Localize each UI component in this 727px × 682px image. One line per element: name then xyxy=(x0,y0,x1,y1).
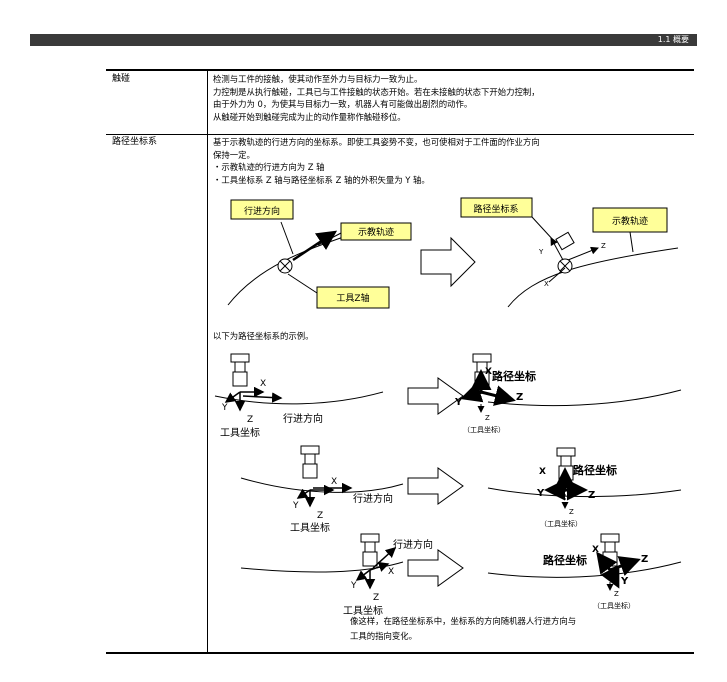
callout-tool-z xyxy=(316,286,390,309)
closing-line: 像这样，在路径坐标系中，坐标系的方向随机器人行进方向与 xyxy=(350,616,577,626)
ex1-tool-frame: 工具坐标 xyxy=(220,427,260,439)
section-title: 1.1 概要 xyxy=(657,35,689,44)
callout-trajectory-right-label: 示教轨迹 xyxy=(612,215,648,227)
callout-direction xyxy=(230,199,294,220)
path-frame-concept-figure: 行进方向 示教轨迹 工具Z轴 Z Y X 路径坐标系 示教轨迹 xyxy=(227,197,679,309)
table-row-divider xyxy=(106,134,694,135)
ex2-axis-y: Y xyxy=(292,501,299,511)
ex1-axis-x: X xyxy=(260,379,266,389)
axis-z-label: Z xyxy=(601,242,606,250)
definition-line: 保持一定。 xyxy=(213,149,255,160)
ex1-path-y: Y xyxy=(454,397,463,408)
definition-touch: 检测与工件的接触，使其动作至外力与目标力一致为止。 力控制是从执行触碰，工具已与… xyxy=(213,73,691,123)
ex3-direction: 行进方向 xyxy=(393,538,433,551)
definition-line: 力控制是从执行触碰，工具已与工件接触的状态开始。若在未接触的状态下开始力控制， xyxy=(213,86,540,97)
ex2-tool-z: Z xyxy=(569,508,574,516)
table-bottom-rule xyxy=(106,652,694,654)
transition-arrow-icon xyxy=(407,549,464,587)
callout-trajectory xyxy=(340,222,412,241)
example-caption-text: 以下为路径坐标系的示例。 xyxy=(213,331,314,341)
ex1-tool-frame-small: （工具坐标） xyxy=(463,425,505,434)
ex3-path-y: Y xyxy=(620,576,629,587)
ex1-axis-z: Z xyxy=(247,415,253,425)
ex2-tool-frame-small: （工具坐标） xyxy=(540,519,582,528)
table-column-divider xyxy=(207,71,208,652)
definition-line: 从触碰开始到触碰完成为止的动作量称作触碰移位。 xyxy=(213,111,406,122)
ex2-path-frame: 路径坐标 xyxy=(573,463,617,477)
ex2-tool-frame: 工具坐标 xyxy=(290,522,330,534)
path-frame-examples-figure: X Y Z 行进方向 工具坐标 X 路径坐标 Y Z Z （工具坐标） X Y … xyxy=(214,353,682,617)
tool-head-icon xyxy=(230,353,250,363)
teaching-trajectory-curve-right xyxy=(507,247,679,308)
callout-path-frame xyxy=(460,197,533,218)
ex2-direction: 行进方向 xyxy=(353,492,393,505)
ex2-axis-z: Z xyxy=(317,511,323,521)
ex1-path-frame: 路径坐标 xyxy=(492,369,536,383)
closing-line: 工具的指向变化。 xyxy=(350,631,417,641)
ex1-axis-y: Y xyxy=(221,403,228,413)
callout-path-frame-label: 路径坐标系 xyxy=(473,203,518,215)
ex3-axis-y: Y xyxy=(350,581,357,591)
callout-trajectory-label: 示教轨迹 xyxy=(358,226,394,238)
definition-line: 由于外力为 0，为使其与目标力一致，机器人有可能做出剧烈的动作。 xyxy=(213,99,473,109)
ex3-path-x: X xyxy=(592,545,599,555)
ex2-axis-x: X xyxy=(331,477,337,487)
ex3-path-z: Z xyxy=(641,554,648,565)
ex2-path-x: X xyxy=(539,467,546,477)
ex2-path-y: Y xyxy=(536,488,545,499)
definition-path-frame: 基于示教轨迹的行进方向的坐标系。即使工具姿势不变，也可使相对于工件面的作业方向 … xyxy=(213,136,691,186)
axis-y-label: Y xyxy=(538,248,544,256)
ex3-tool-frame-small: （工具坐标） xyxy=(593,601,635,610)
ex1-direction: 行进方向 xyxy=(283,412,323,425)
definition-line: ・示教轨迹的行进方向为 Z 轴 xyxy=(213,162,325,172)
ex2-path-z: Z xyxy=(588,490,595,501)
transition-arrow-icon xyxy=(407,377,464,415)
transition-arrow-icon xyxy=(407,467,464,505)
transition-arrow-icon xyxy=(420,236,476,288)
tool-icon-right xyxy=(555,231,575,251)
ex3-axis-x: X xyxy=(388,567,394,577)
example-caption: 以下为路径坐标系的示例。 xyxy=(213,330,691,343)
callout-direction-label: 行进方向 xyxy=(244,205,280,217)
callout-trajectory-right xyxy=(592,207,668,233)
ex3-tool-z: Z xyxy=(614,590,619,598)
closing-note: 像这样，在路径坐标系中，坐标系的方向随机器人行进方向与 工具的指向变化。 xyxy=(350,614,576,644)
ex3-tool-frame: 工具坐标 xyxy=(343,605,383,617)
direction-arrow xyxy=(292,230,338,262)
ex1-path-z: Z xyxy=(516,392,523,403)
ex1-path-x: X xyxy=(485,367,492,377)
table-top-rule xyxy=(106,69,694,71)
callout-tool-z-label: 工具Z轴 xyxy=(336,292,369,304)
ex3-axis-z: Z xyxy=(373,593,379,603)
ex3-path-frame: 路径坐标 xyxy=(543,553,587,567)
definition-line: 检测与工件的接触，使其动作至外力与目标力一致为止。 xyxy=(213,74,423,84)
definition-line: ・工具坐标系 Z 轴与路径坐标系 Z 轴的外积矢量为 Y 轴。 xyxy=(213,174,430,185)
axis-x-label: X xyxy=(544,280,549,288)
definition-line: 基于示教轨迹的行进方向的坐标系。即使工具姿势不变，也可使相对于工件面的作业方向 xyxy=(213,137,540,147)
ex1-tool-z: Z xyxy=(485,414,490,422)
example-3: X Y Z 行进方向 工具坐标 X 路径坐标 Y Z Z （工具坐标） xyxy=(240,533,682,617)
example-2: X Y Z 行进方向 工具坐标 X 路径坐标 Y Z Z （工具坐标） xyxy=(240,445,682,534)
term-touch: 触碰 xyxy=(112,74,131,84)
section-header-bar: 1.1 概要 xyxy=(30,34,697,46)
example-1: X Y Z 行进方向 工具坐标 X 路径坐标 Y Z Z （工具坐标） xyxy=(214,353,682,439)
term-path-frame: 路径坐标系 xyxy=(112,137,158,147)
